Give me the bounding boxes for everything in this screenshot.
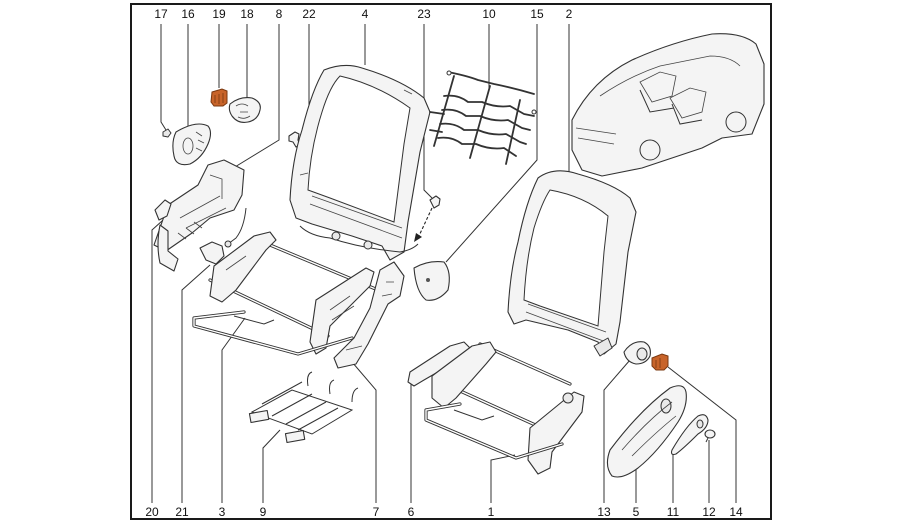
part-10-spring-mat — [429, 70, 537, 165]
callout-label: 8 — [275, 7, 283, 21]
callout-label: 3 — [218, 505, 226, 519]
part-8-side-shield — [153, 159, 245, 272]
callout-label: 15 — [530, 7, 544, 21]
part-14-plug-highlighted — [651, 353, 669, 371]
part-9-seat-springs — [248, 371, 359, 444]
callout-label: 4 — [361, 7, 369, 21]
callout-label: 10 — [482, 7, 496, 21]
part-12-screw — [704, 429, 716, 443]
callout-label: 19 — [212, 7, 226, 21]
part-15-cap — [413, 261, 450, 301]
callout-label: 21 — [175, 505, 189, 519]
callout-label: 5 — [632, 505, 640, 519]
callout-label: 13 — [597, 505, 611, 519]
callout-label: 9 — [259, 505, 267, 519]
callout-label: 18 — [240, 7, 254, 21]
callout-label: 1 — [487, 505, 495, 519]
callout-label: 6 — [407, 505, 415, 519]
part-11-lever-handle — [670, 414, 709, 456]
part-4-backrest-frame-left — [289, 64, 431, 261]
part-20-knob — [154, 199, 172, 221]
callout-label: 14 — [729, 505, 743, 519]
part-13-knob-cap — [623, 341, 651, 365]
callout-label: 2 — [565, 7, 573, 21]
callout-label: 12 — [702, 505, 716, 519]
callout-label: 20 — [145, 505, 159, 519]
callout-label: 16 — [181, 7, 195, 21]
part-7-side-panel — [333, 261, 405, 369]
part-21-cable — [199, 207, 247, 265]
part-23-clip — [414, 195, 441, 242]
callout-label: 23 — [417, 7, 431, 21]
callout-label: 7 — [372, 505, 380, 519]
part-19-plug-highlighted — [210, 88, 228, 107]
part-3-seat-base-left — [192, 231, 380, 356]
part-5-side-shield-right — [606, 385, 687, 478]
part-17-clip — [162, 128, 172, 138]
part-16-cover — [172, 123, 212, 166]
part-1-seat-base-right — [424, 341, 585, 475]
callout-label: 11 — [666, 505, 680, 519]
part-18-bracket — [228, 97, 261, 123]
callout-label: 17 — [154, 7, 168, 21]
part-2-backrest-frame-right — [507, 170, 637, 357]
callout-label: 22 — [302, 7, 316, 21]
vehicle-location-inset — [571, 33, 765, 177]
